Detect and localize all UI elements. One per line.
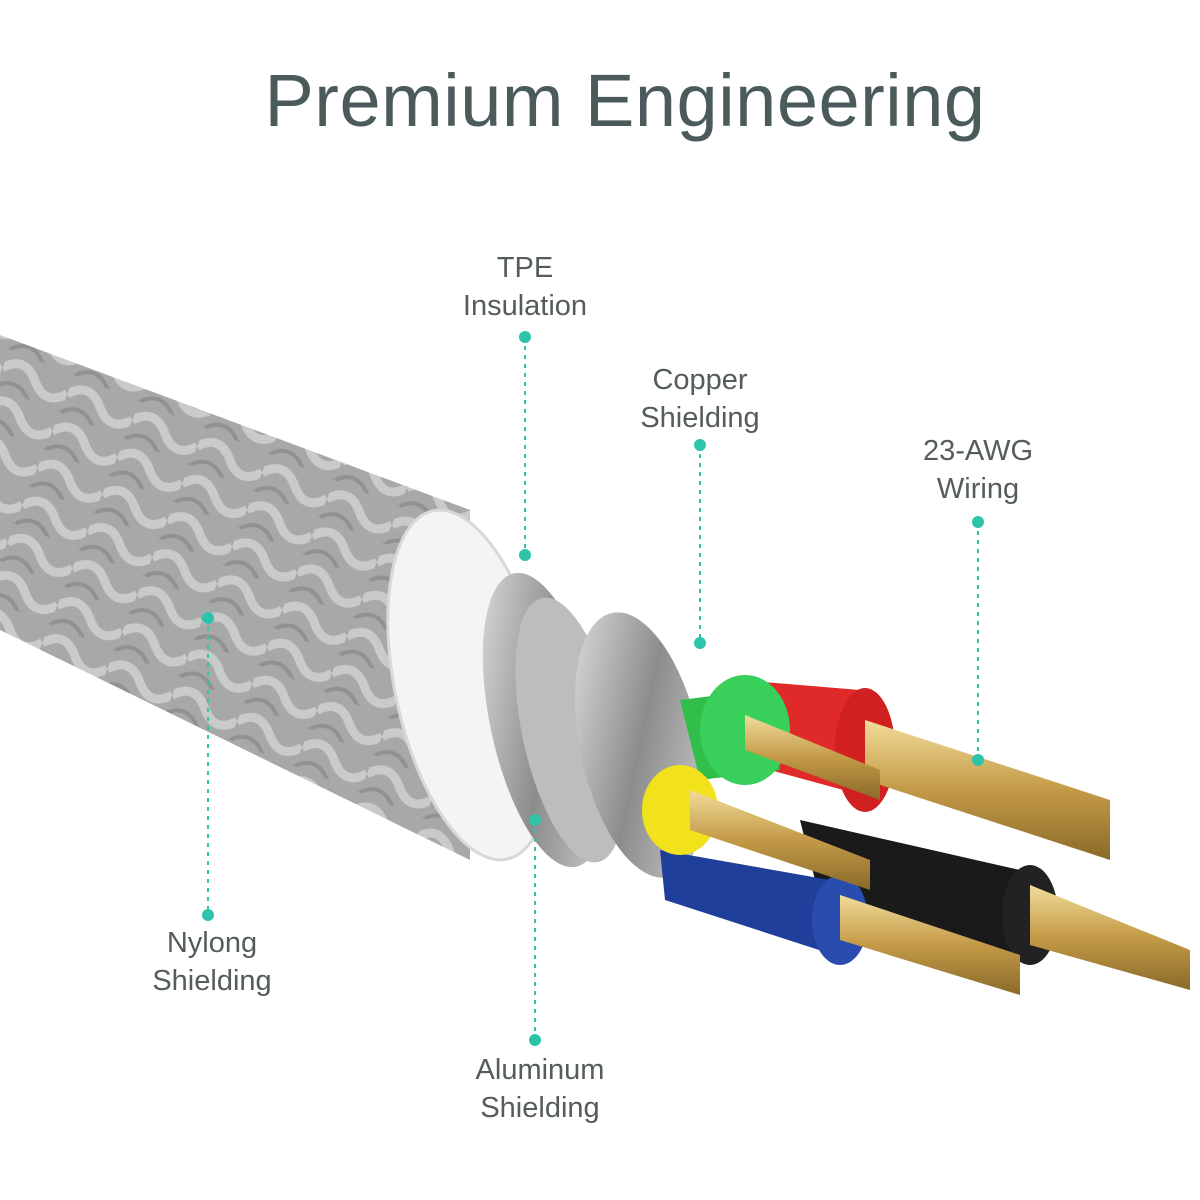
label-copper-shielding: Copper Shielding [570, 361, 830, 437]
label-line: Copper [652, 364, 748, 396]
wire-blue [660, 850, 1020, 995]
label-aluminum-shielding: Aluminum Shielding [410, 1051, 670, 1127]
label-23awg-wiring: 23-AWG Wiring [848, 432, 1108, 508]
label-line: Shielding [152, 965, 272, 997]
label-tpe-insulation: TPE Insulation [395, 249, 655, 325]
page-title: Premium Engineering [264, 59, 986, 142]
nylon-braid-jacket [0, 335, 470, 860]
label-line: Wiring [936, 473, 1020, 505]
label-line: Nylong [166, 927, 258, 959]
label-line: 23-AWG [922, 435, 1034, 467]
label-line: TPE [496, 252, 554, 284]
wire-black [800, 820, 1190, 990]
label-line: Aluminum [475, 1054, 605, 1086]
label-line: Shielding [480, 1092, 600, 1124]
wire-green [680, 675, 880, 800]
label-nylon-shielding: Nylong Shielding [82, 924, 342, 1000]
wire-yellow [642, 765, 870, 890]
callout-lines [207, 337, 979, 1040]
callout-dots [202, 331, 984, 1046]
label-line: Insulation [462, 290, 588, 322]
label-line: Shielding [640, 402, 760, 434]
